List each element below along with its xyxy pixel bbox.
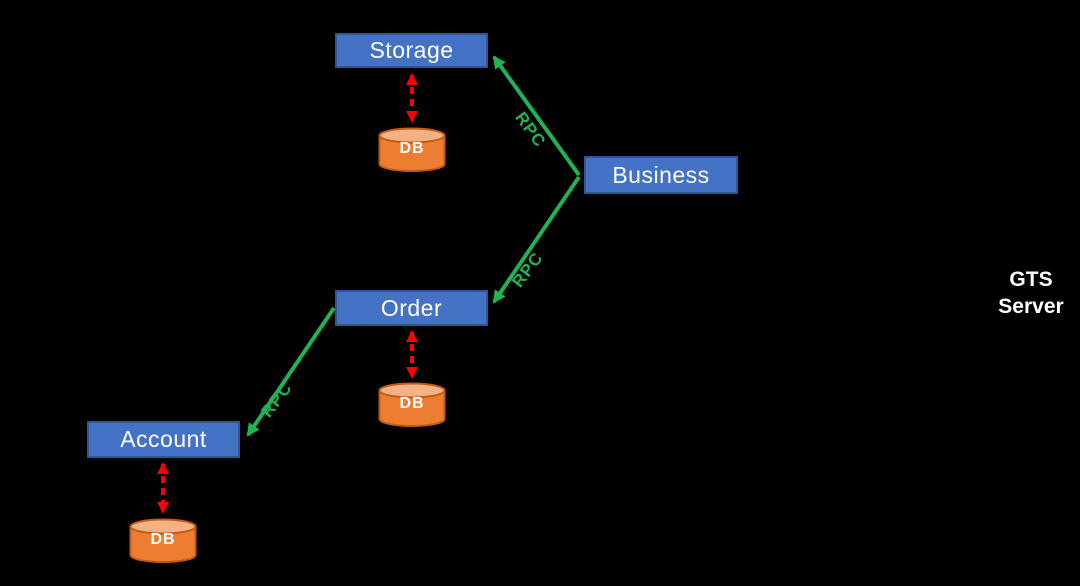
rpc-edge-business-storage [492, 55, 581, 177]
storage-db-label: DB [399, 140, 425, 157]
gts-server-label: GTS Server [981, 266, 1080, 320]
order-db-label: DB [399, 395, 425, 412]
storage-db: DB [377, 127, 447, 173]
account-node-label: Account [120, 426, 207, 452]
order-node-label: Order [380, 294, 443, 321]
account-db: DB [128, 518, 198, 564]
order-service-node: Order [335, 290, 488, 326]
account-service-node: Account [87, 421, 240, 458]
account-db-label: DB [150, 531, 176, 548]
database-cylinder-icon [378, 127, 446, 172]
storage-node-label: Storage [369, 37, 454, 63]
business-node-label: Business [612, 161, 710, 188]
storage-service-node: Storage [335, 33, 488, 68]
database-cylinder-icon [378, 382, 446, 427]
rpc-edge-order-account [246, 306, 336, 437]
rpc-edge-business-order [492, 175, 581, 304]
gts-server-label-line2: Server [998, 295, 1064, 318]
gts-server-label-line1: GTS [1009, 268, 1053, 291]
business-service-node: Business [584, 156, 738, 194]
order-db: DB [377, 382, 447, 428]
database-cylinder-icon [129, 518, 197, 563]
